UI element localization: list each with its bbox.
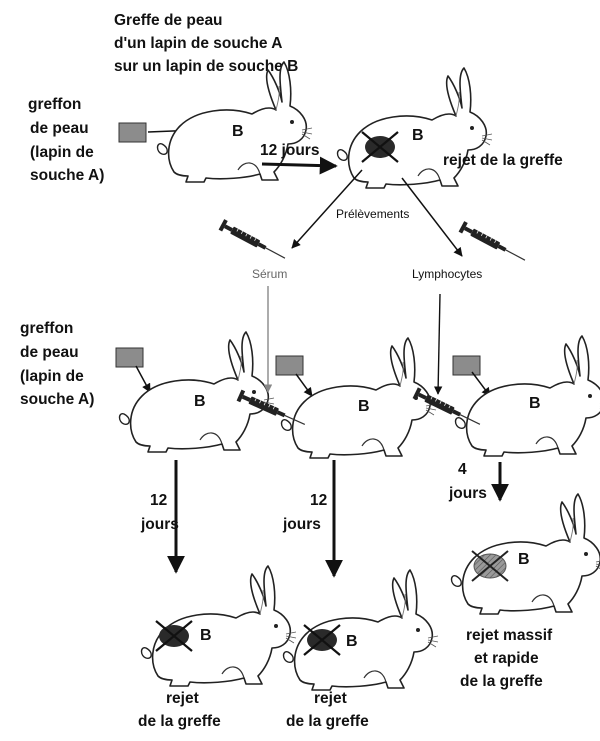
- strain-letter-bottom-1: B: [200, 627, 212, 644]
- lymphocytes-arrow: [433, 293, 443, 395]
- duration-right-1: 4: [458, 461, 467, 478]
- rejection-bottom-mid-2: de la greffe: [286, 713, 369, 730]
- sampling-label: Prélèvements: [336, 207, 409, 221]
- graft-label-mid-3: (lapin de: [20, 368, 84, 385]
- strain-letter-bottom-2: B: [346, 633, 358, 650]
- graft-label-top-2: de peau: [30, 120, 89, 137]
- lymphocytes-label: Lymphocytes: [412, 267, 482, 281]
- title-line-1: Greffe de peau: [114, 12, 223, 29]
- skin-graft-icon: [275, 355, 304, 376]
- graft-label-top-3: (lapin de: [30, 144, 94, 161]
- skin-graft-icon: [115, 347, 144, 368]
- rejected-graft-icon: [302, 623, 342, 657]
- duration-left-2: jours: [140, 516, 179, 533]
- rejected-graft-icon: [154, 619, 194, 653]
- title-line-2: d'un lapin de souche A: [114, 35, 282, 52]
- strain-letter-top-2: B: [412, 127, 424, 144]
- sampling-arrow-right: [401, 177, 463, 257]
- strain-letter-mid-3: B: [529, 395, 541, 412]
- duration-mid-1: 12: [310, 492, 327, 509]
- duration-mid-2: jours: [282, 516, 321, 533]
- rejection-bottom-left-1: rejet: [166, 690, 199, 707]
- rejected-graft-icon: [360, 130, 400, 164]
- massive-rejection-1: rejet massif: [466, 627, 553, 644]
- duration-left-1: 12: [150, 492, 167, 509]
- strain-letter-mid-2: B: [358, 398, 370, 415]
- strain-letter-bottom-3: B: [518, 551, 530, 568]
- skin-graft-icon: [452, 355, 481, 376]
- massive-rejection-3: de la greffe: [460, 673, 543, 690]
- graft-label-mid-4: souche A): [20, 391, 94, 408]
- serum-label: Sérum: [252, 267, 287, 281]
- rejection-label-top: rejet de la greffe: [443, 152, 563, 169]
- skin-graft-icon: [118, 122, 147, 143]
- graft-label-top-1: greffon: [28, 96, 81, 113]
- strain-letter-mid-1: B: [194, 393, 206, 410]
- graft-label-top-4: souche A): [30, 167, 104, 184]
- rejection-bottom-mid-1: rejet: [314, 690, 347, 707]
- syringe-icon: [217, 218, 289, 265]
- massive-rejection-2: et rapide: [474, 650, 539, 667]
- sampling-arrow-left: [291, 169, 363, 249]
- duration-arrow-top: [261, 156, 338, 175]
- title-line-3: sur un lapin de souche B: [114, 58, 298, 75]
- graft-label-mid-1: greffon: [20, 320, 73, 337]
- rabbit-icon: [282, 569, 439, 691]
- strain-letter-top-1: B: [232, 123, 244, 140]
- rejected-graft-icon: [471, 550, 509, 582]
- rabbit-icon: [140, 565, 297, 687]
- rejection-bottom-left-2: de la greffe: [138, 713, 221, 730]
- syringe-icon: [457, 220, 529, 267]
- duration-right-2: jours: [448, 485, 487, 502]
- graft-label-mid-2: de peau: [20, 344, 79, 361]
- rabbit-icon: [454, 335, 600, 457]
- duration-top: 12 jours: [260, 142, 319, 159]
